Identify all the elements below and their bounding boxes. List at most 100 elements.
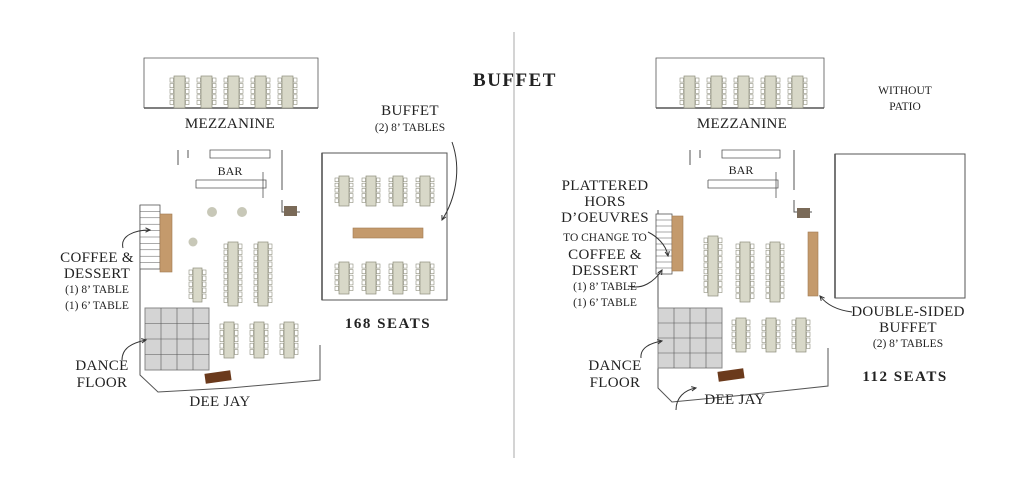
chair: [185, 94, 190, 100]
arrow-head: [691, 386, 698, 392]
banquet-table: [365, 175, 377, 207]
chair: [703, 268, 708, 275]
chair: [718, 250, 723, 256]
chair: [268, 273, 273, 279]
chair: [718, 275, 723, 281]
chair: [349, 263, 354, 269]
chair: [722, 88, 727, 94]
chair: [760, 88, 765, 94]
chair: [415, 280, 420, 286]
chair: [202, 269, 207, 275]
doeuvres-label: D’OEUVRES: [561, 210, 649, 226]
banquet-table: [419, 175, 431, 207]
coffee-label-right: COFFEE &: [568, 247, 642, 263]
chair: [238, 255, 243, 261]
chair: [219, 342, 224, 349]
banquet-table: [283, 321, 295, 359]
chair: [803, 77, 808, 83]
chair: [223, 243, 228, 249]
chair: [239, 88, 244, 94]
chair: [731, 331, 736, 337]
chair: [249, 349, 254, 355]
page-title: BUFFET: [473, 70, 557, 91]
chair: [746, 337, 751, 343]
chair: [188, 269, 193, 275]
chair: [403, 188, 408, 193]
chair: [787, 100, 792, 105]
chair: [279, 349, 284, 355]
chair: [735, 281, 740, 287]
chair: [361, 274, 366, 280]
chair: [376, 182, 381, 188]
chair: [780, 262, 785, 268]
chair: [430, 280, 435, 286]
round-table: [237, 207, 247, 217]
buffet-tables-label-left: (2) 8’ TABLES: [374, 122, 446, 134]
chair: [403, 198, 408, 203]
chair: [334, 263, 339, 269]
chair: [722, 77, 727, 83]
chair: [212, 83, 217, 88]
chair: [334, 286, 339, 291]
chair: [806, 325, 811, 331]
chair: [750, 268, 755, 274]
chair: [388, 274, 393, 280]
chair: [780, 293, 785, 299]
chair: [388, 193, 393, 198]
chair: [780, 256, 785, 262]
coffee-label-left: COFFEE &: [60, 250, 134, 266]
chair: [403, 280, 408, 286]
chair: [718, 281, 723, 287]
chair: [415, 274, 420, 280]
coffee-6ft-label-left: (1) 6’ TABLE: [65, 300, 129, 312]
banquet-table: [227, 241, 239, 307]
chair: [294, 323, 299, 330]
chair: [806, 337, 811, 343]
chair: [388, 280, 393, 286]
chair: [679, 83, 684, 88]
arrow-head: [441, 214, 447, 222]
chair: [703, 237, 708, 244]
chair: [169, 88, 174, 94]
chair: [746, 343, 751, 349]
chair: [703, 287, 708, 293]
chair: [266, 77, 271, 83]
chair: [695, 77, 700, 83]
without-label: WITHOUT: [878, 85, 932, 97]
chair: [703, 262, 708, 268]
chair: [239, 83, 244, 88]
arrow-head: [657, 269, 663, 276]
chair: [223, 249, 228, 255]
chair: [430, 198, 435, 203]
chair: [761, 331, 766, 337]
mezzanine-label-right: MEZZANINE: [696, 116, 788, 132]
chair: [169, 83, 174, 88]
chair: [219, 336, 224, 342]
chair: [169, 94, 174, 100]
banquet-table: [710, 75, 723, 109]
chair: [695, 100, 700, 105]
inner-wall: [281, 150, 300, 213]
chair: [765, 287, 770, 293]
banquet-table: [765, 317, 777, 353]
double-sided-label: DOUBLE-SIDED: [851, 304, 965, 320]
chair: [765, 268, 770, 274]
chair: [264, 323, 269, 330]
chair: [749, 83, 754, 88]
coffee-8ft-label-left: (1) 8’ TABLE: [65, 284, 129, 296]
fixture-box: [797, 208, 810, 218]
chair: [223, 88, 228, 94]
floor-label-left: FLOOR: [76, 375, 128, 391]
chair: [253, 291, 258, 297]
dance-label-left: DANCE: [75, 358, 129, 374]
chair: [361, 188, 366, 193]
chair: [349, 198, 354, 203]
chair: [279, 323, 284, 330]
chair: [277, 83, 282, 88]
dessert-label-right: DESSERT: [571, 263, 639, 279]
bar-label-right: BAR: [728, 163, 754, 177]
chair: [223, 100, 228, 105]
arrow-head: [819, 295, 825, 301]
chair: [403, 182, 408, 188]
